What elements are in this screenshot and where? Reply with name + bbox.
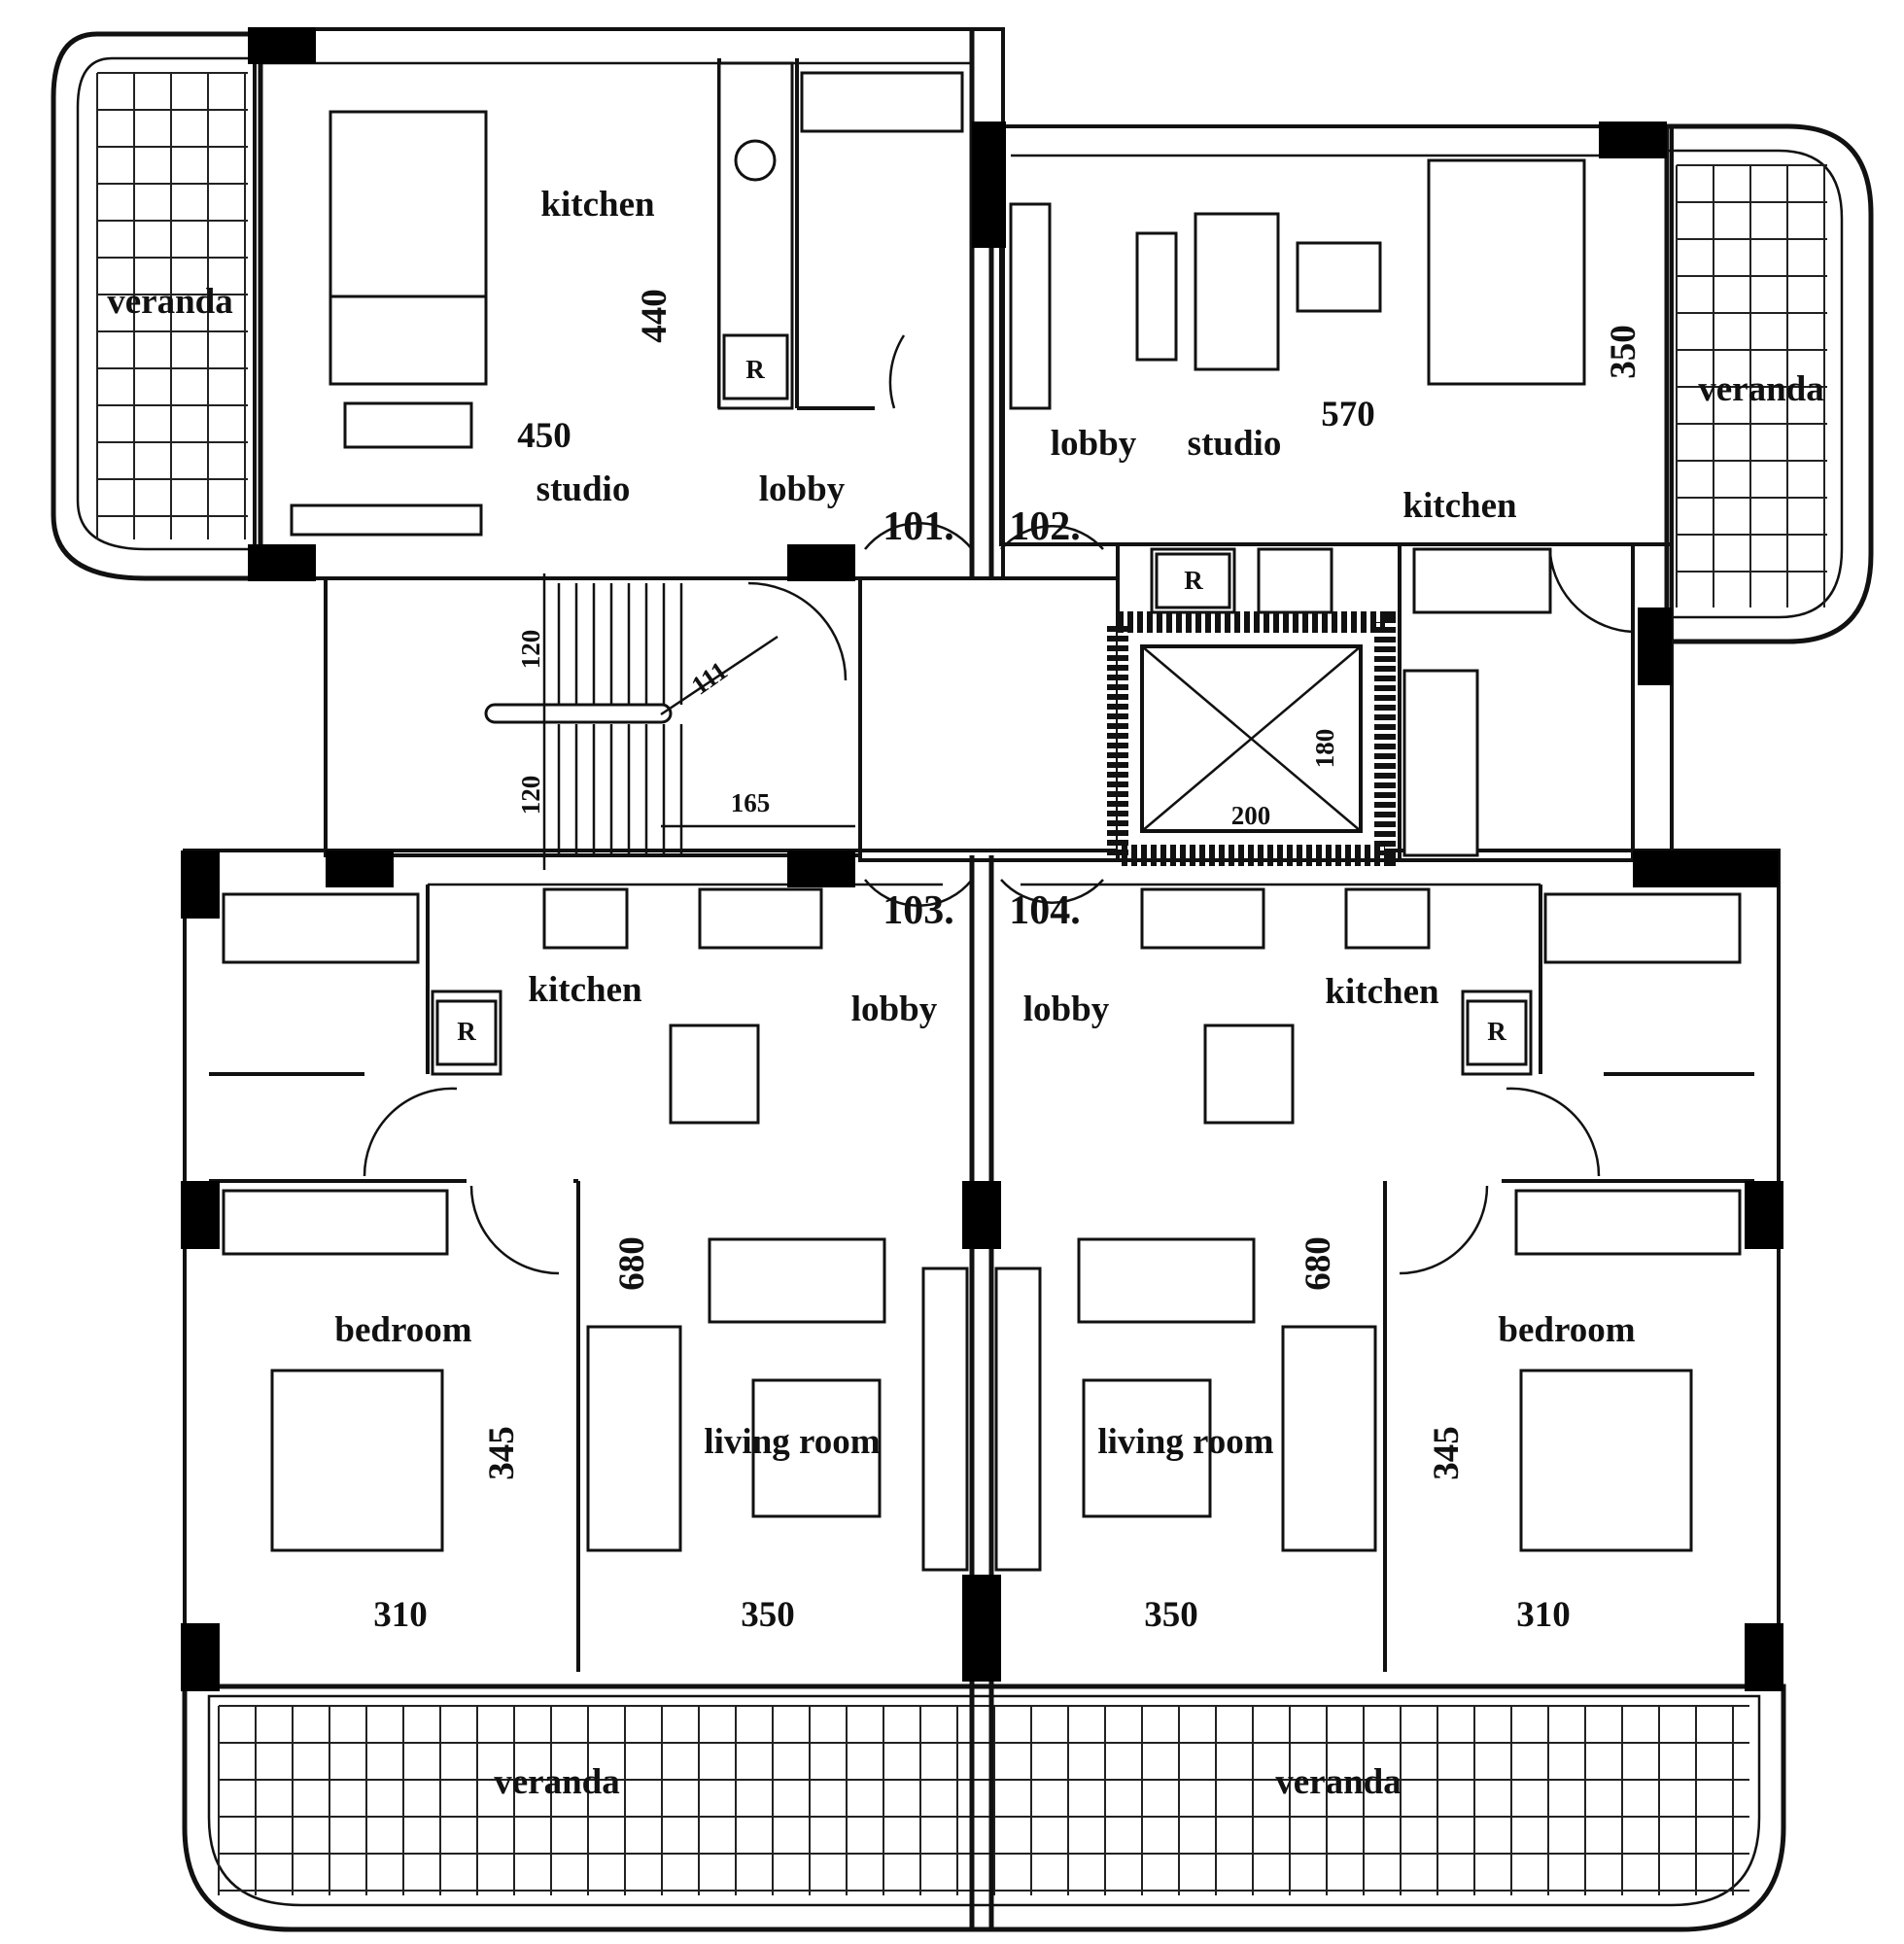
room-label-veranda-103: veranda xyxy=(494,1762,620,1802)
dimension-180: 180 xyxy=(1310,729,1339,769)
room-label-bedroom-104: bedroom xyxy=(1498,1310,1635,1350)
veranda-top-left xyxy=(51,31,263,581)
room-label-veranda-102: veranda xyxy=(1698,369,1824,409)
elevator-shaft xyxy=(1107,611,1396,866)
structural-columns xyxy=(181,27,1783,1691)
dimension-350-104: 350 xyxy=(1144,1595,1198,1635)
dimension-350-102: 350 xyxy=(1604,325,1644,379)
dimension-345-103: 345 xyxy=(482,1426,522,1480)
room-label-kitchen-103: kitchen xyxy=(528,970,642,1010)
unit-number-103: 103. xyxy=(883,888,954,933)
fridge-label-102: R xyxy=(1184,566,1203,595)
dimension-310-104: 310 xyxy=(1516,1595,1571,1635)
room-label-lobby-103: lobby xyxy=(851,989,938,1029)
room-label-kitchen-101: kitchen xyxy=(540,185,655,225)
fridge-label-103: R xyxy=(457,1017,476,1046)
dimension-310-103: 310 xyxy=(373,1595,428,1635)
dimension-120-lower: 120 xyxy=(516,776,545,816)
room-label-lobby-104: lobby xyxy=(1023,989,1110,1029)
dimension-680-104: 680 xyxy=(1298,1236,1338,1291)
dimension-165: 165 xyxy=(731,788,771,817)
dimension-450: 450 xyxy=(517,416,571,456)
room-label-studio-102: studio xyxy=(1188,424,1282,464)
veranda-top-right xyxy=(1664,123,1874,644)
dimension-200: 200 xyxy=(1231,801,1271,830)
unit-number-104: 104. xyxy=(1009,888,1081,933)
room-label-veranda-101: veranda xyxy=(107,282,233,322)
room-label-kitchen-104: kitchen xyxy=(1325,972,1439,1012)
dimension-345-104: 345 xyxy=(1427,1426,1467,1480)
dimension-440: 440 xyxy=(635,289,675,343)
dimension-350-103: 350 xyxy=(741,1595,795,1635)
dimension-680-103: 680 xyxy=(612,1236,652,1291)
furniture xyxy=(222,61,1742,1572)
staircase xyxy=(484,573,855,870)
room-label-bedroom-103: bedroom xyxy=(334,1310,471,1350)
fridge-marks: R R R R xyxy=(435,333,1528,1066)
room-label-kitchen-102: kitchen xyxy=(1402,486,1517,526)
room-label-living-room-103: living room xyxy=(704,1422,880,1462)
exterior-walls xyxy=(183,27,1781,1688)
unit-number-102: 102. xyxy=(1009,504,1081,549)
fridge-label-104: R xyxy=(1487,1017,1506,1046)
room-label-veranda-104: veranda xyxy=(1275,1762,1402,1802)
dimension-120-upper: 120 xyxy=(516,630,545,670)
veranda-bottom xyxy=(182,1684,1786,1932)
door-swings xyxy=(363,334,1634,1275)
room-label-lobby-101: lobby xyxy=(759,469,846,509)
room-label-lobby-102: lobby xyxy=(1051,424,1137,464)
room-label-living-room-104: living room xyxy=(1097,1422,1273,1462)
fridge-label-101: R xyxy=(745,355,765,384)
unit-number-101: 101. xyxy=(883,504,954,549)
room-label-studio-101: studio xyxy=(537,469,631,509)
dimension-570: 570 xyxy=(1321,395,1375,434)
